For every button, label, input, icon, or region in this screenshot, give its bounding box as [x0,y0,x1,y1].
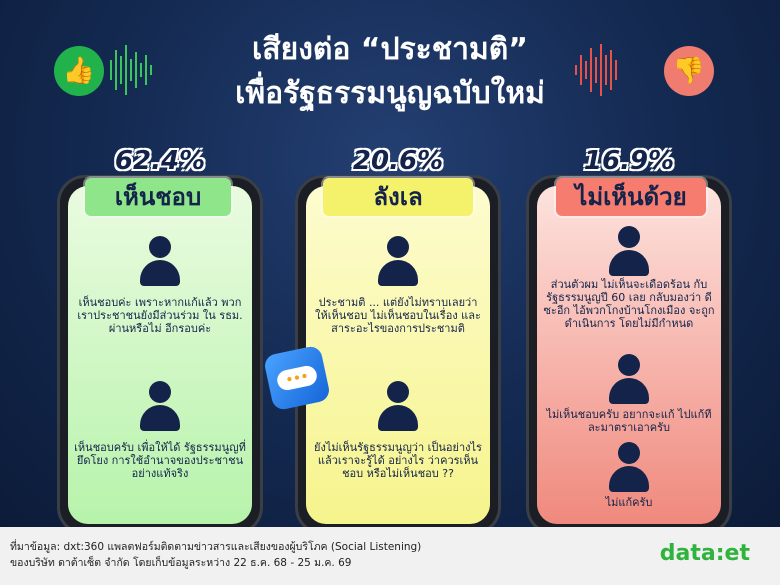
quote: เห็นชอบค่ะ เพราะหากแก้แล้ว พวกเราประชาชน… [77,296,243,335]
source-line-1: ที่มาข้อมูล: dxt:360 แพลตฟอร์มติดตามข่าว… [10,541,422,553]
person-icon [378,236,418,288]
page-title: เสียงต่อ “ประชามติ” เพื่อรัฐธรรมนูญฉบับใ… [0,28,780,116]
footer: ที่มาข้อมูล: dxt:360 แพลตฟอร์มติดตามข่าว… [0,527,780,585]
thumbs-down-icon: 👎 [664,46,714,96]
person-icon [378,381,418,433]
label-unsure: ลังเล [323,178,473,216]
quote: เห็นชอบครับ เพื่อให้ได้ รัฐธรรมนูญที่ยึด… [74,441,246,480]
title-line-1: เสียงต่อ “ประชามติ” [252,32,528,67]
chat-bubble-icon: ••• [262,344,332,412]
quote: ส่วนตัวผม ไม่เห็นจะเดือดร้อน กับรัฐธรรมน… [543,278,715,330]
quote: ประชามติ ... แต่ยังไม่ทราบเลยว่า ให้เห็น… [315,296,481,335]
source-line-2: ของบริษัท ดาต้าเซ็ต จำกัด โดยเก็บข้อมูลร… [10,557,352,569]
percent-agree: 62.4% [114,146,206,176]
phone-agree: เห็นชอบค่ะ เพราะหากแก้แล้ว พวกเราประชาชน… [57,175,263,527]
person-icon [140,236,180,288]
person-icon [609,442,649,494]
person-icon [140,381,180,433]
label-agree: เห็นชอบ [85,178,231,216]
background: 👍 👎 เสียงต่อ “ประชามติ” เพื่อรัฐธรรมนูญฉ… [0,0,780,527]
person-icon [609,354,649,406]
percent-unsure: 20.6% [352,146,444,176]
person-icon [609,226,649,278]
sound-wave-left [110,40,152,100]
quote: ไม่เห็นชอบครับ อยากจะแก้ ไปแก้ทีละมาตราเ… [546,408,712,434]
phone-unsure: ประชามติ ... แต่ยังไม่ทราบเลยว่า ให้เห็น… [295,175,501,527]
thumbs-up-icon: 👍 [54,46,104,96]
phone-disagree: ส่วนตัวผม ไม่เห็นจะเดือดร้อน กับรัฐธรรมน… [526,175,732,527]
quote: ยังไม่เห็นรัฐธรรมนูญว่า เป็นอย่างไร แล้ว… [314,441,482,480]
dataxet-logo: data:et [659,541,750,566]
sound-wave-right [575,40,617,100]
percent-disagree: 16.9% [583,146,675,176]
quote: ไม่แก้ครับ [605,496,653,509]
label-disagree: ไม่เห็นด้วย [556,178,706,216]
title-line-2: เพื่อรัฐธรรมนูญฉบับใหม่ [235,76,545,111]
source-text: ที่มาข้อมูล: dxt:360 แพลตฟอร์มติดตามข่าว… [10,539,421,571]
